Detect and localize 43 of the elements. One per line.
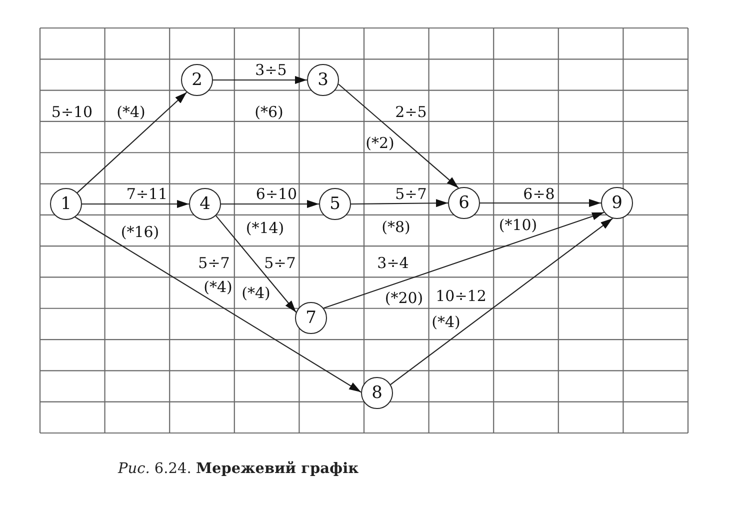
duration-label: 5÷7	[264, 255, 296, 271]
event-circle: 8	[361, 377, 393, 409]
arrow	[480, 199, 601, 207]
duration-label: 3÷5	[255, 62, 287, 78]
parameter-label: (*4)	[204, 279, 232, 295]
event-circle: 9	[601, 187, 633, 219]
duration-label: 10÷12	[436, 288, 486, 304]
event-circle: 2	[181, 64, 213, 96]
event-circle: 5	[319, 188, 351, 220]
parameter-label: (*6)	[254, 104, 284, 120]
event-circle: 1	[50, 188, 82, 220]
event-circle: 7	[295, 302, 327, 334]
parameter-label: (*2)	[366, 134, 394, 150]
duration-label: 2÷5	[395, 104, 427, 120]
parameter-label: (*8)	[382, 219, 410, 235]
arrow	[74, 216, 362, 393]
arrow	[351, 199, 448, 208]
duration-label: 3÷4	[377, 255, 409, 271]
arrow	[76, 92, 188, 194]
duration-label: 5÷7	[395, 186, 427, 202]
duration-label: 5÷7	[198, 255, 230, 271]
parameter-label: (*4)	[116, 104, 146, 120]
arrow	[221, 200, 319, 208]
arrow	[390, 218, 613, 385]
duration-label: 6÷8	[523, 186, 555, 202]
arrow	[82, 200, 189, 208]
parameter-label: (*14)	[246, 220, 284, 236]
event-circle: 3	[307, 64, 339, 96]
parameter-label: (*20)	[384, 290, 424, 306]
duration-label: 6÷10	[256, 186, 298, 202]
figure-caption: Рис. 6.24. Мережевий графік	[118, 459, 359, 479]
arrow	[323, 212, 604, 309]
event-circle: 4	[189, 188, 221, 220]
arrow	[213, 76, 307, 84]
parameter-label: (*16)	[120, 224, 160, 240]
duration-label: 5÷10	[51, 104, 93, 120]
parameter-label: (*4)	[242, 285, 270, 301]
arrow	[215, 215, 296, 313]
event-circle: 6	[448, 187, 480, 219]
arrow	[338, 84, 459, 188]
duration-label: 7÷11	[126, 186, 168, 202]
parameter-label: (*10)	[498, 217, 538, 233]
parameter-label: (*4)	[432, 314, 460, 330]
